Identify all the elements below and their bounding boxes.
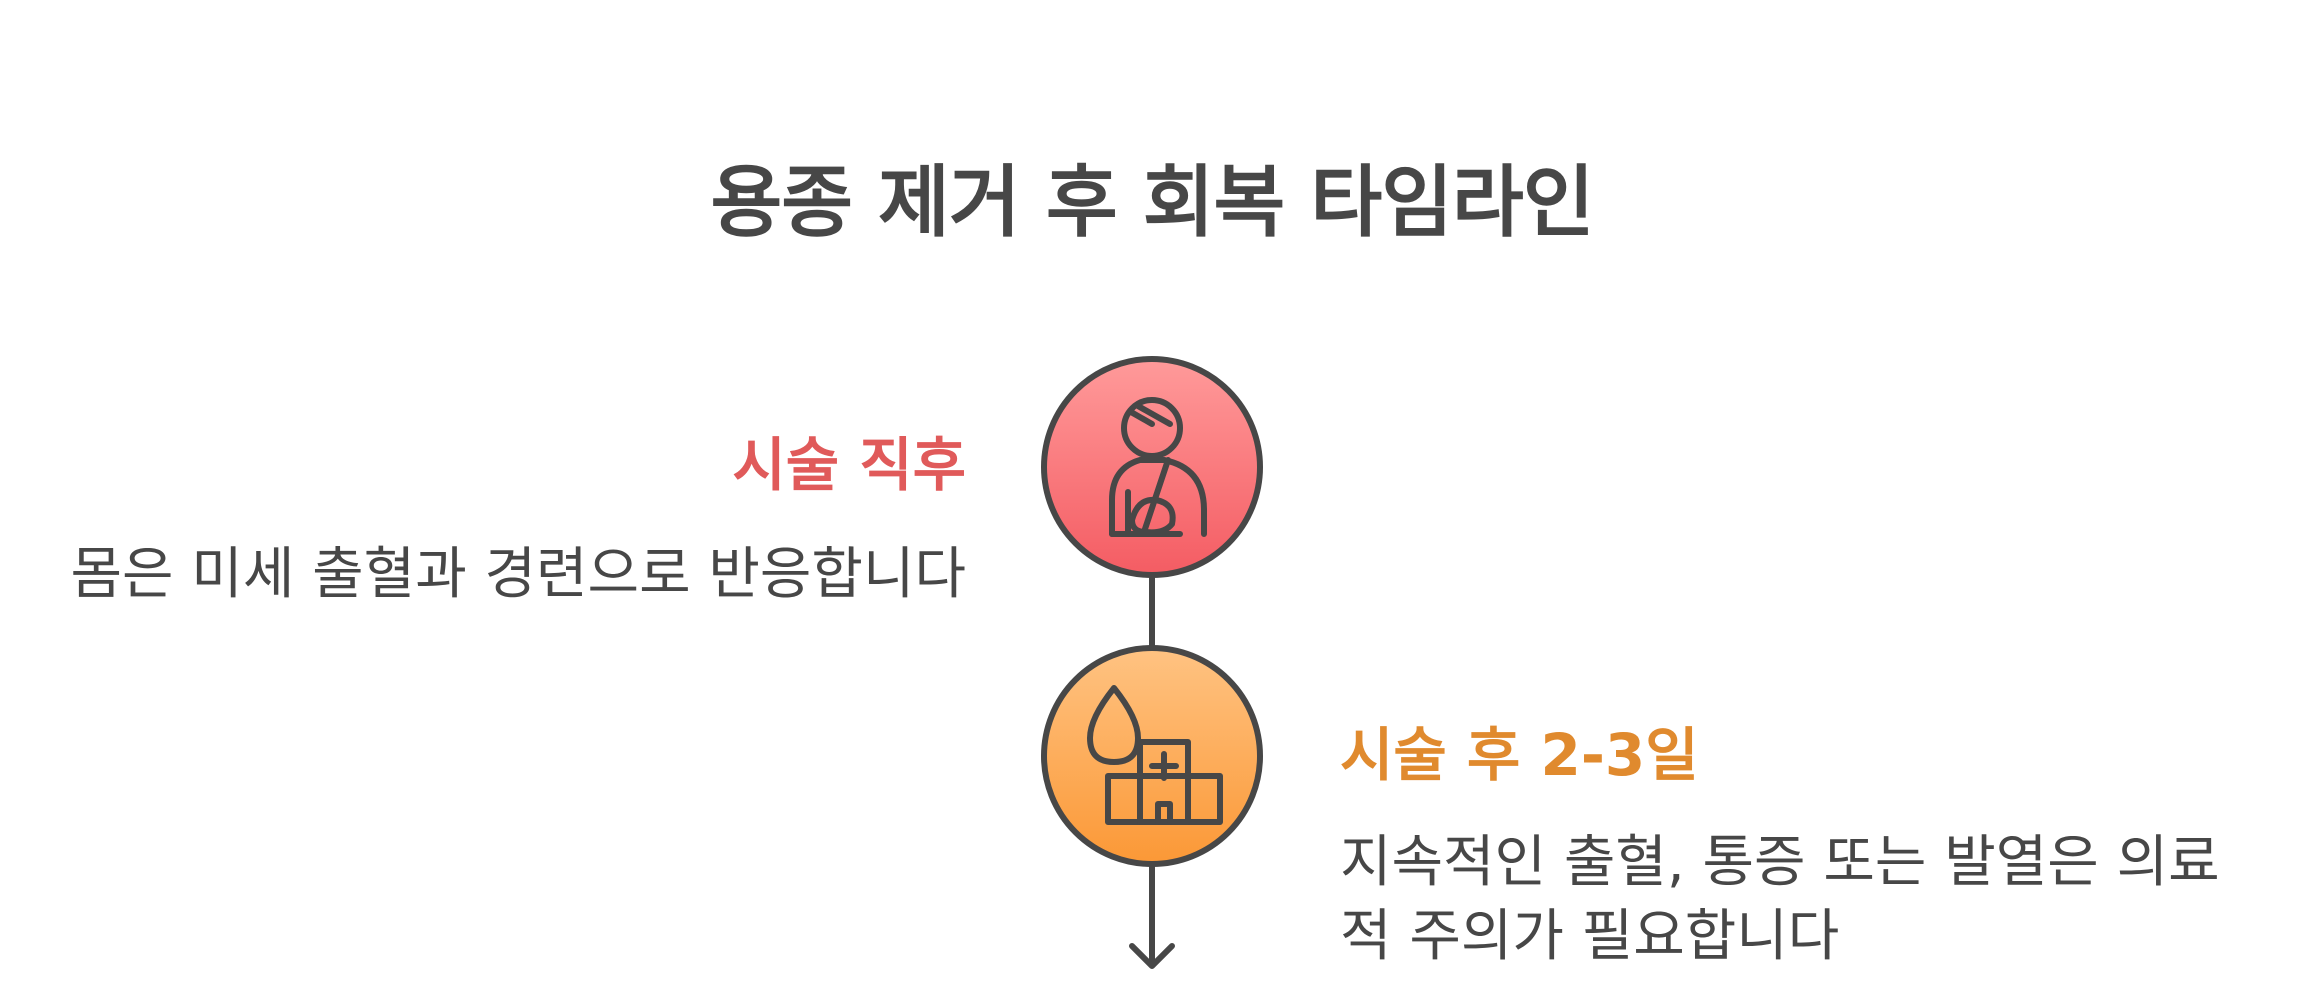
timeline-arrowhead [1129,943,1175,969]
injured-person-icon [1109,397,1207,537]
diagram-title: 용종 제거 후 회복 타임라인 [710,158,1595,248]
stage-2-circle [1041,645,1263,867]
stage-1-heading: 시술 직후 [732,431,966,499]
blood-drop-hospital-icon [1087,685,1223,825]
stage-1-description: 몸은 미세 출혈과 경련으로 반응합니다 [70,542,966,607]
stage-2-heading: 시술 후 2-3일 [1340,721,1699,789]
stage-2-description: 지속적인 출혈, 통증 또는 발열은 의료적 주의가 필요합니다 [1340,830,2220,969]
stage-1-circle [1041,356,1263,578]
